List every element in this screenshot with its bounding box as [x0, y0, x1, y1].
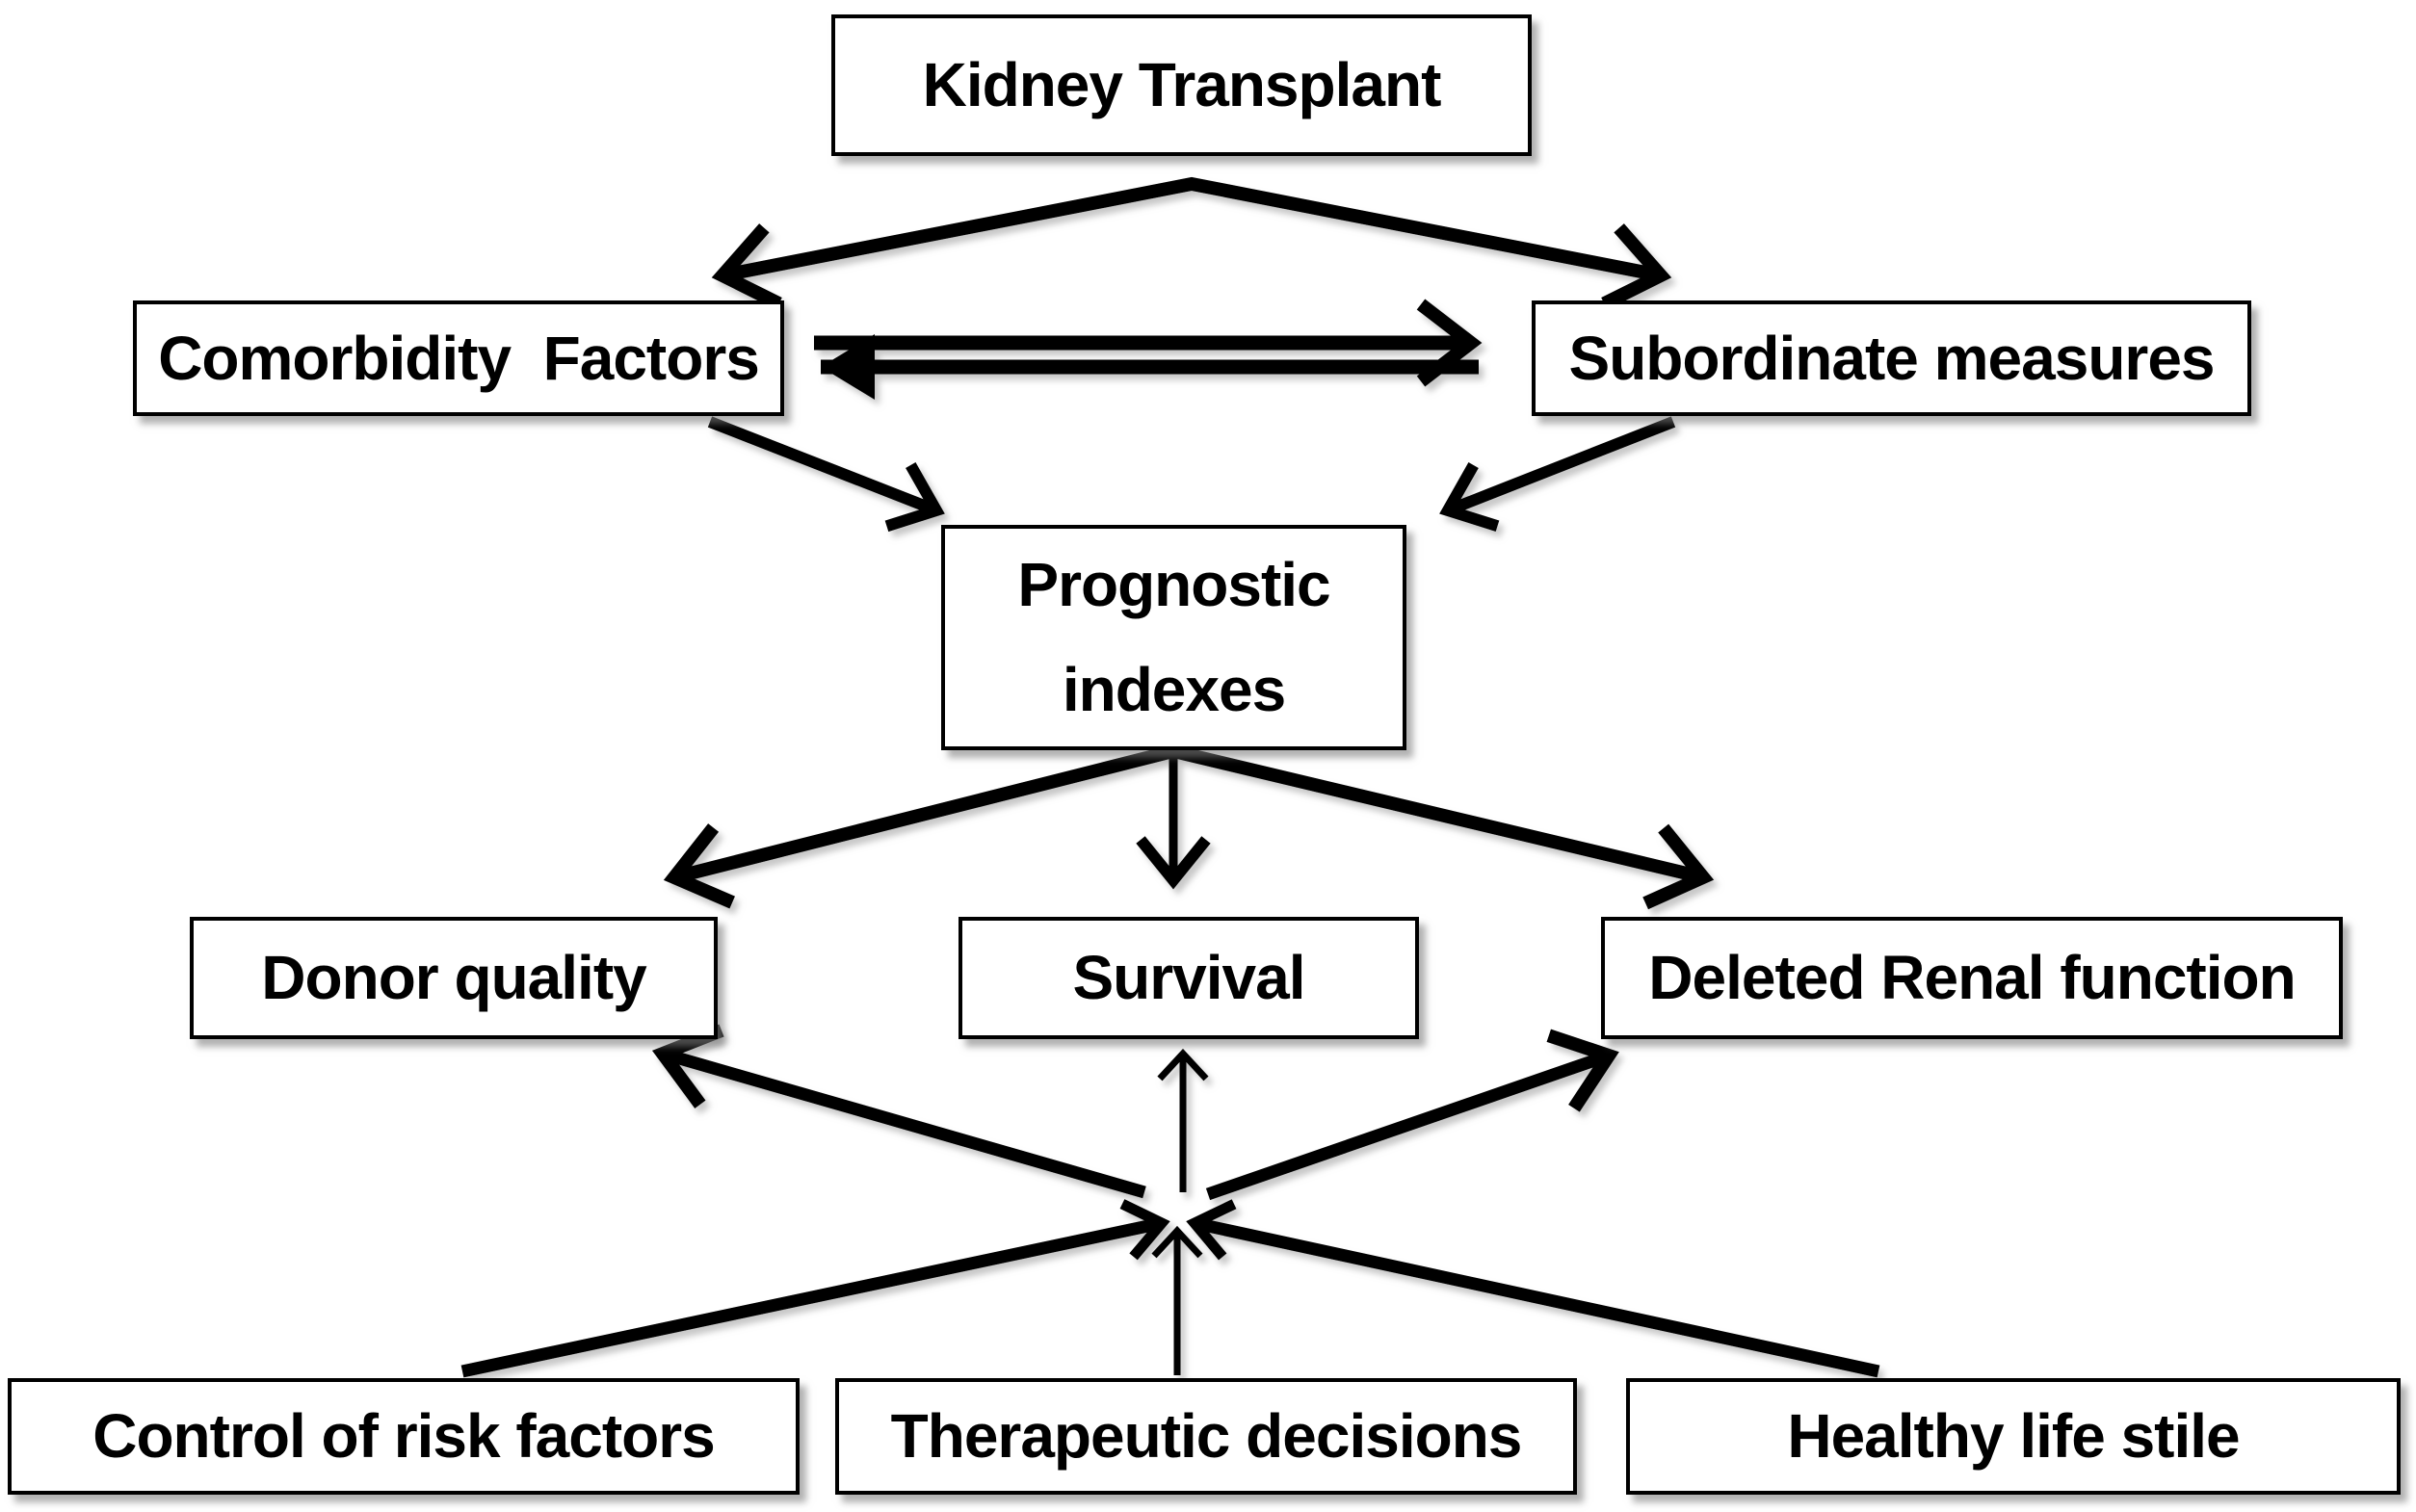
- node-comorbidity-factors: Comorbidity Factors: [133, 300, 784, 416]
- node-kidney-transplant: Kidney Transplant: [831, 14, 1532, 156]
- node-subordinate-measures-label: Subordinate measures: [1568, 323, 2216, 393]
- arrow-prognostic-to-donor-and-deleted: [663, 743, 1715, 910]
- node-deleted-renal-function-label: Deleted Renal function: [1648, 943, 2296, 1013]
- arrow-center-to-donor-quality: [651, 1024, 1146, 1199]
- arrow-kidney-to-comorbidity-and-subordinate: [711, 176, 1672, 310]
- node-control-of-risk-factors: Control of risk factors: [8, 1378, 800, 1495]
- node-prognostic-indexes: Prognostic indexes: [941, 525, 1406, 750]
- node-survival-label: Survival: [1072, 943, 1305, 1013]
- node-donor-quality-label: Donor quality: [261, 943, 646, 1013]
- node-deleted-renal-function: Deleted Renal function: [1601, 917, 2343, 1039]
- node-healthy-life-stile-label: Healthy life stile: [1787, 1401, 2240, 1472]
- arrow-control-to-center: [460, 1199, 1170, 1378]
- node-control-of-risk-factors-label: Control of risk factors: [92, 1401, 716, 1472]
- arrow-center-to-deleted-renal: [1205, 1029, 1619, 1201]
- node-comorbidity-factors-label: Comorbidity Factors: [158, 323, 760, 393]
- node-therapeutic-decisions: Therapeutic decisions: [835, 1378, 1577, 1495]
- node-healthy-life-stile: Healthy life stile: [1626, 1378, 2401, 1495]
- arrow-subordinate-to-prognostic: [1439, 416, 1676, 532]
- node-prognostic-indexes-label: Prognostic indexes: [1017, 550, 1330, 724]
- node-survival: Survival: [959, 917, 1419, 1039]
- node-therapeutic-decisions-label: Therapeutic decisions: [890, 1401, 1523, 1472]
- node-subordinate-measures: Subordinate measures: [1532, 300, 2251, 416]
- arrow-healthy-to-center: [1186, 1199, 1880, 1378]
- arrow-comorbidity-to-prognostic: [707, 416, 945, 533]
- node-donor-quality: Donor quality: [190, 917, 718, 1039]
- node-kidney-transplant-label: Kidney Transplant: [922, 50, 1442, 120]
